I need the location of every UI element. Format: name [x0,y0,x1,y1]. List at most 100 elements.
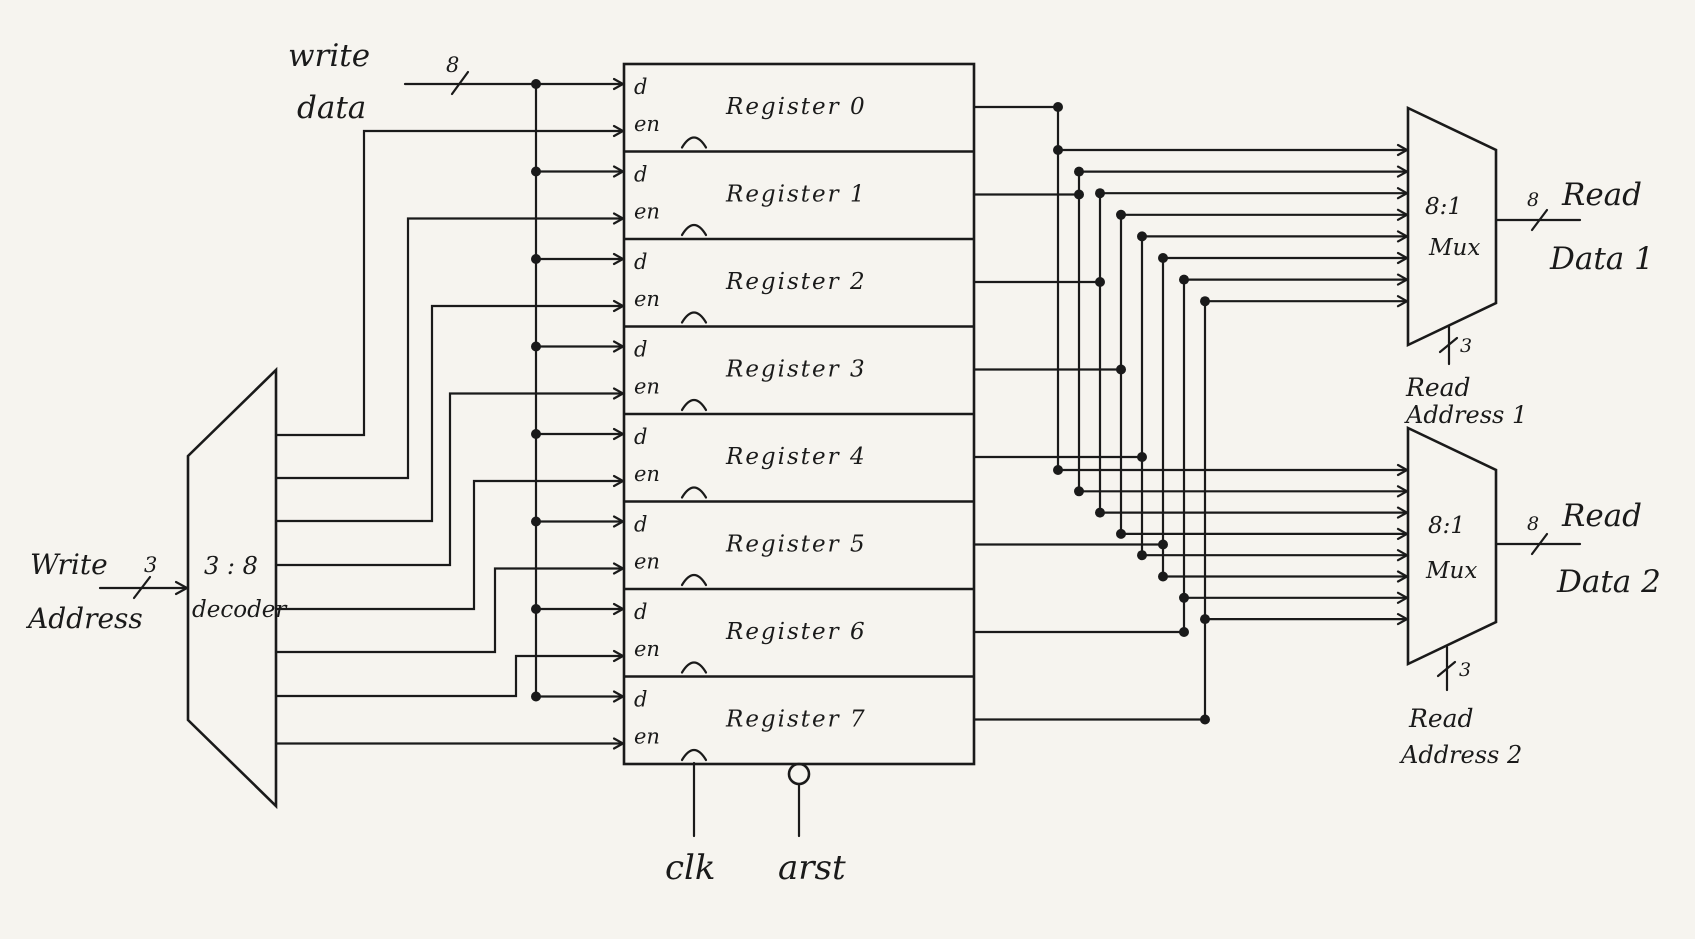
clock-edge-icon [680,311,708,324]
junction-dot [1179,592,1189,603]
mux-1-select-label-line1: Read [1405,373,1471,402]
register-en-pin: en [634,637,660,661]
register-3-output [972,208,1410,540]
register-en-pin: en [634,462,660,486]
read-data-2-label-line1: Read [1561,498,1642,534]
register-d-arrow [612,515,626,528]
write-data-width: 8 [446,53,459,77]
register-d-pin: d [634,600,647,624]
junction-dot [1158,571,1168,582]
mux-2-select-width: 3 [1459,659,1471,681]
junction-dot [1158,253,1168,263]
read-data-1-width: 8 [1527,189,1539,211]
junction-dot [531,166,541,177]
junction-dot [1200,714,1210,725]
register-d-arrow [612,252,626,266]
register-label: Register 0 [725,94,867,120]
register-label: Register 4 [725,444,867,470]
register-5-output [972,251,1410,583]
register-4-output [972,230,1410,562]
register-en-pin: en [634,550,660,574]
mux-1-name: Mux [1428,235,1480,261]
junction-dot [1200,614,1210,625]
register-d-pin: d [634,513,647,537]
register-0: Register 0 d en [634,75,867,149]
junction-dot [531,254,541,264]
junction-dot [1137,231,1147,242]
junction-dot [1137,550,1147,561]
register-d-arrow [612,165,626,178]
register-label: Register 7 [725,707,867,733]
decoder-name: decoder [192,597,288,623]
junction-dot [531,516,541,527]
junction-dot [531,429,541,439]
register-en-pin: en [634,112,660,136]
decoder-3-to-8 [186,366,278,810]
register-en-arrow [612,212,626,225]
register-label: Register 1 [725,182,867,208]
junction-dot [1074,486,1084,497]
junction-dot [1137,452,1147,462]
clock-edge-icon [680,486,708,499]
junction-dot [1179,274,1189,285]
clock-edge-icon [680,136,708,149]
junction-dot [1179,627,1189,637]
register-2-output [972,187,1410,519]
mux-1 [1406,105,1498,348]
junction-dot [1074,166,1084,177]
read-data-2-label-line2: Data 2 [1556,564,1661,600]
register-en-arrow [612,124,626,138]
read-data-1-label-line2: Data 1 [1549,241,1654,277]
register-d-pin: d [634,425,647,449]
junction-dot [531,604,541,614]
register-en-wire [274,217,624,480]
register-d-arrow [612,340,626,353]
arst-inversion-bubble [787,762,811,786]
write-address-label-line1: Write [30,548,108,581]
register-en-wire [274,567,624,654]
read-data-2-width: 8 [1527,513,1539,535]
register-d-pin: d [634,338,647,362]
junction-dot [1053,465,1063,475]
register-en-arrow [612,387,626,400]
register-en-arrow [612,474,626,488]
register-d-pin: d [634,163,647,187]
data-wires [531,77,626,703]
register-en-wire [274,479,624,611]
register-label: Register 3 [725,357,867,383]
write-data-width-slash [450,70,470,96]
register-en-arrow [612,649,626,663]
mux-1-select-label-line2: Address 1 [1404,401,1527,429]
register-en-wire [274,654,624,698]
junction-dot [531,691,541,702]
enable-wires [274,124,626,750]
register-d-arrow [612,602,626,616]
junction-dot [1053,102,1063,112]
mux-2-name: Mux [1425,558,1477,584]
clock-edge-icon [680,748,708,762]
register-label: Register 6 [725,619,867,645]
register-label: Register 2 [725,269,867,295]
register-en-arrow [612,299,626,313]
junction-dot [1053,145,1063,155]
register-d-pin: d [634,75,647,99]
junction-dot [1116,209,1126,220]
register-en-arrow [612,562,626,575]
junction-dot [1095,277,1105,287]
register-1-output [972,165,1410,498]
junction-dot [1095,507,1105,518]
write-address-width-slash [132,575,152,600]
junction-dot [1200,296,1210,307]
register-en-wire [274,129,624,437]
register-4: Register 4 d en [624,412,974,499]
mux-2-ratio: 8:1 [1428,513,1465,539]
register-7-output [972,295,1410,725]
mux-1-select-slash [1438,336,1459,354]
register-d-arrow [612,427,626,441]
mux-2-select-label-line1: Read [1408,704,1474,733]
